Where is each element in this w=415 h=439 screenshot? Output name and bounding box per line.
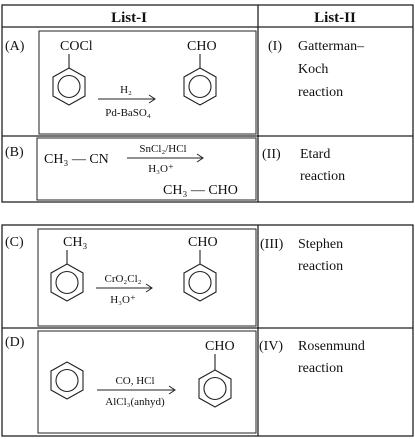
row-c-product: CHO: [188, 235, 218, 250]
benzene-ring-icon: [52, 67, 86, 106]
row-d-reaction-1: Rosenmund: [298, 339, 365, 354]
row-b-reaction-1: Etard: [300, 147, 330, 162]
row-c-reagent-bottom: H₃O⁺: [110, 294, 136, 306]
row-d-reagent-bottom: AlCl₃(anhyd): [105, 396, 165, 408]
benzene-ring-icon: [183, 67, 217, 106]
row-a-product: CHO: [187, 39, 217, 54]
benzene-ring-icon: [198, 369, 232, 408]
row-a-substituent: COCl: [60, 39, 93, 54]
row-d-letter: (D): [5, 335, 25, 350]
row-c-roman: (III): [260, 237, 284, 252]
row-c-letter: (C): [5, 235, 24, 250]
row-c-reaction-2: reaction: [298, 259, 343, 274]
row-d-reaction-2: reaction: [298, 361, 343, 376]
row-a-reaction-1: Gatterman–: [298, 39, 365, 54]
row-b-roman: (II): [262, 147, 281, 162]
row-d-product: CHO: [205, 339, 235, 354]
row-b-letter: (B): [5, 145, 24, 160]
row-a-letter: (A): [5, 39, 25, 54]
row-b-reactant: CH₃ — CN: [44, 152, 109, 167]
benzene-ring-icon: [50, 263, 84, 302]
row-c-substituent: CH₃: [63, 235, 87, 250]
row-a-reaction-3: reaction: [298, 85, 343, 100]
row-b-reagent-top: SnCl₂/HCl: [139, 143, 186, 155]
benzene-ring-icon: [183, 263, 217, 302]
benzene-ring-icon: [50, 361, 84, 400]
list2-header: List-II: [314, 10, 356, 26]
row-a-reagent-bottom: Pd-BaSO₄: [105, 107, 151, 119]
row-a-reagent-top: H₂: [120, 84, 132, 96]
row-a-reaction-2: Koch: [298, 62, 328, 77]
row-d-roman: (IV): [259, 339, 283, 354]
row-b-reagent-bottom: H₃O⁺: [148, 163, 174, 175]
row-c-reagent-top: CrO₂Cl₂: [104, 273, 141, 285]
row-a-roman: (I): [268, 39, 282, 54]
list1-header: List-I: [111, 10, 147, 26]
row-c-reaction-1: Stephen: [298, 237, 343, 252]
row-d-reagent-top: CO, HCl: [115, 375, 154, 387]
row-b-product: CH₃ — CHO: [163, 183, 238, 198]
row-b-reaction-2: reaction: [300, 169, 345, 184]
